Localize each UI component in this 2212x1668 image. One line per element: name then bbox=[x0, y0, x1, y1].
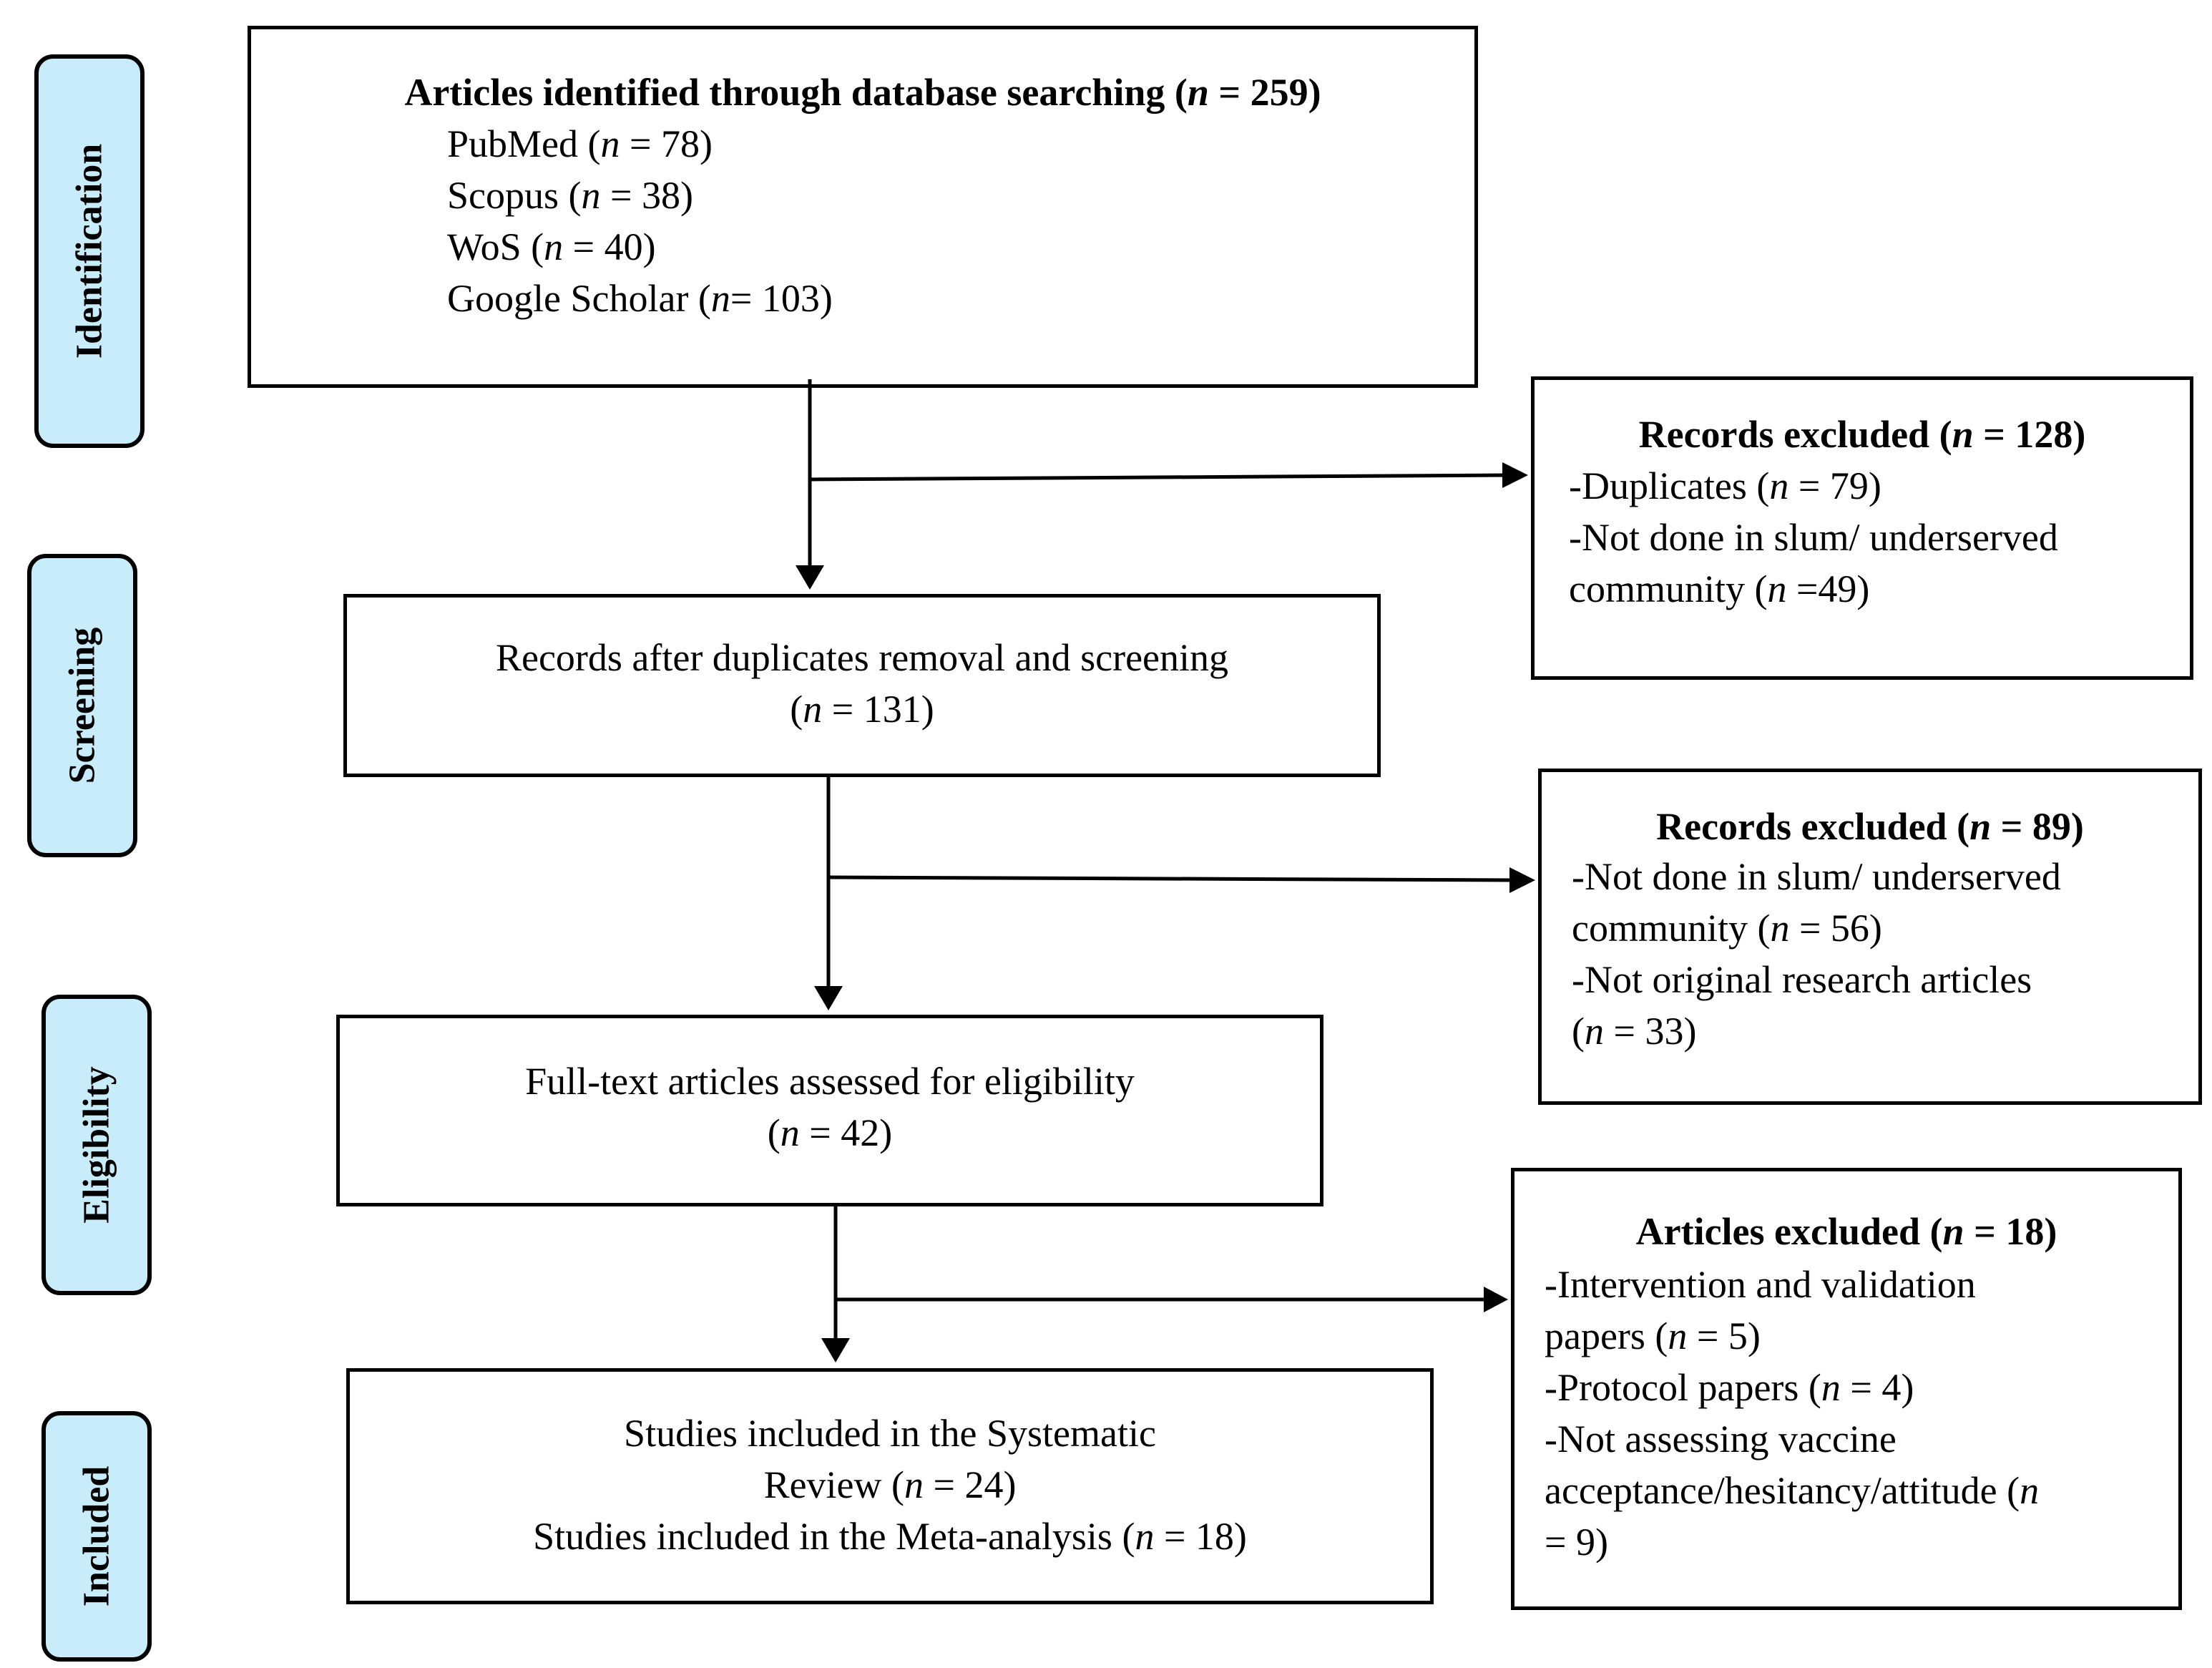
arrow-to-excluded-records-2 bbox=[828, 875, 1514, 882]
source-google-scholar: Google Scholar (n= 103) bbox=[447, 277, 833, 320]
excluded-articles-line-3: -Protocol papers (n = 4) bbox=[1545, 1366, 1914, 1409]
excluded-records-1-box: Records excluded (n = 128) -Duplicates (… bbox=[1531, 376, 2193, 680]
excluded-records-2-title: Records excluded (n = 89) bbox=[1656, 805, 2084, 848]
excluded-records-1-title: Records excluded (n = 128) bbox=[1638, 413, 2086, 456]
excluded-articles-line-5: acceptance/hesitancy/attitude (n bbox=[1545, 1469, 2040, 1512]
excluded-articles-line-2: papers (n = 5) bbox=[1545, 1315, 1761, 1357]
excluded-records-1-line-3: community (n =49) bbox=[1569, 567, 1870, 610]
arrow-to-excluded-records-2-head bbox=[1509, 867, 1535, 893]
excluded-articles-line-4: -Not assessing vaccine bbox=[1545, 1418, 1897, 1460]
screened-box: Records after duplicates removal and scr… bbox=[343, 594, 1381, 777]
included-box: Studies included in the Systematic Revie… bbox=[346, 1368, 1434, 1604]
included-line-3: Studies included in the Meta-analysis (n… bbox=[533, 1515, 1247, 1558]
source-pubmed: PubMed (n = 78) bbox=[447, 122, 713, 165]
stage-included: Included bbox=[41, 1411, 152, 1662]
stage-eligibility: Eligibility bbox=[41, 995, 152, 1295]
arrow-screened-to-eligible-head bbox=[814, 986, 843, 1010]
excluded-articles-line-6: = 9) bbox=[1545, 1521, 1608, 1564]
excluded-articles-line-1: -Intervention and validation bbox=[1545, 1263, 1976, 1306]
arrow-to-excluded-articles-head bbox=[1484, 1287, 1508, 1312]
excluded-records-1-line-2: -Not done in slum/ underserved bbox=[1569, 516, 2058, 559]
excluded-records-2-line-2: community (n = 56) bbox=[1572, 907, 1882, 950]
arrow-to-excluded-records-1-head bbox=[1502, 462, 1528, 488]
excluded-records-2-line-3: -Not original research articles bbox=[1572, 958, 2032, 1001]
screened-line-1: Records after duplicates removal and scr… bbox=[495, 636, 1229, 679]
screened-line-2: (n = 131) bbox=[790, 688, 934, 731]
stage-screening: Screening bbox=[27, 554, 137, 857]
excluded-articles-title: Articles excluded (n = 18) bbox=[1635, 1210, 2057, 1253]
arrow-to-excluded-records-1 bbox=[809, 473, 1510, 482]
eligible-line-1: Full-text articles assessed for eligibil… bbox=[525, 1060, 1135, 1103]
source-wos: WoS (n = 40) bbox=[447, 225, 656, 268]
source-scopus: Scopus (n = 38) bbox=[447, 174, 693, 217]
eligible-box: Full-text articles assessed for eligibil… bbox=[336, 1015, 1323, 1206]
identified-box: Articles identified through database sea… bbox=[248, 26, 1478, 388]
excluded-records-2-line-4: (n = 33) bbox=[1572, 1010, 1697, 1053]
arrow-eligible-to-included-head bbox=[821, 1338, 850, 1362]
arrow-identified-to-screened-head bbox=[796, 565, 824, 590]
excluded-records-2-line-1: -Not done in slum/ underserved bbox=[1572, 855, 2061, 898]
excluded-records-1-line-1: -Duplicates (n = 79) bbox=[1569, 464, 1881, 507]
excluded-articles-box: Articles excluded (n = 18) -Intervention… bbox=[1511, 1168, 2182, 1610]
included-line-2: Review (n = 24) bbox=[763, 1463, 1017, 1506]
stage-identification: Identification bbox=[34, 54, 145, 448]
included-line-1: Studies included in the Systematic bbox=[624, 1412, 1156, 1455]
identified-title: Articles identified through database sea… bbox=[404, 71, 1321, 114]
eligible-line-2: (n = 42) bbox=[767, 1111, 893, 1154]
excluded-records-2-box: Records excluded (n = 89) -Not done in s… bbox=[1538, 769, 2202, 1105]
